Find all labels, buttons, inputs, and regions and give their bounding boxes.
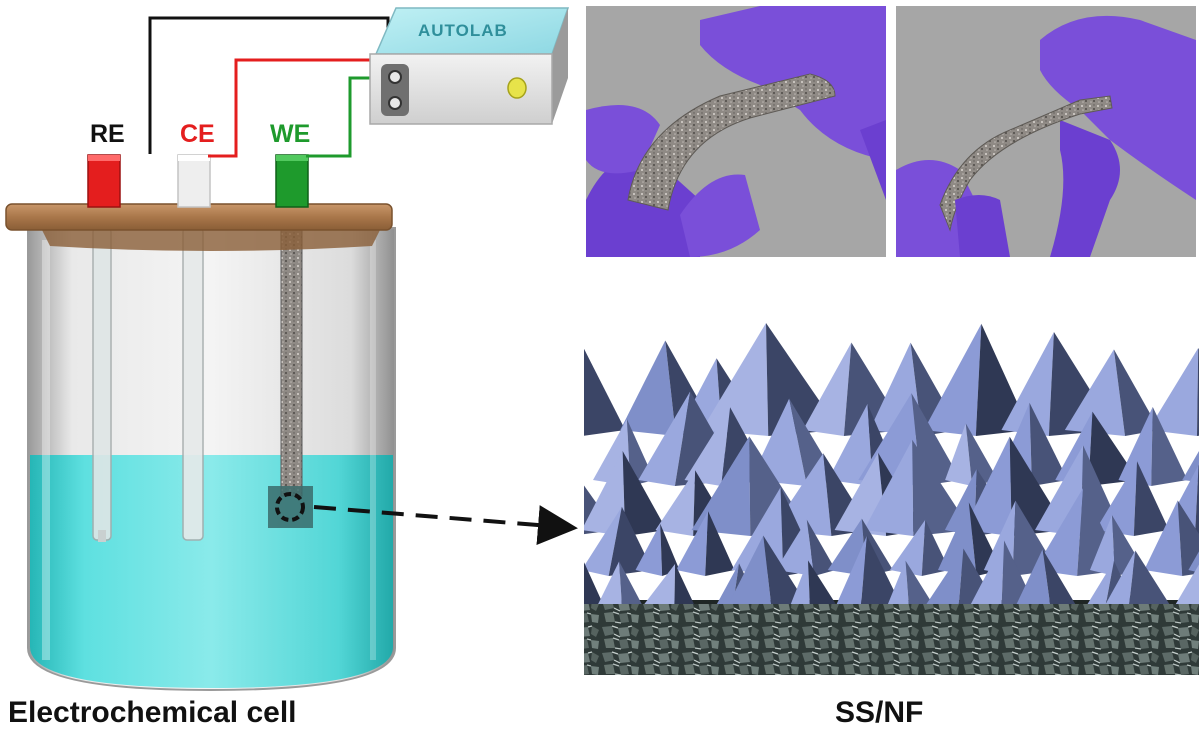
pyramid-facet — [564, 561, 583, 610]
pyramid-facet — [584, 562, 604, 604]
wire-re — [148, 16, 390, 154]
pyramid-facet — [716, 563, 740, 604]
electrochemical-cell-icon — [5, 154, 396, 692]
re-terminal — [87, 154, 121, 208]
pyramid-facet — [1029, 402, 1068, 486]
pyramid-facet — [1188, 551, 1199, 573]
pyramid-facet — [1118, 406, 1153, 486]
pyramid-facet — [836, 535, 867, 604]
electrode-label-ce: CE — [180, 120, 215, 148]
electrode-label-re: RE — [90, 120, 125, 148]
pyramid-facet — [1001, 332, 1054, 436]
pyramid-facet — [619, 561, 642, 604]
pyramid-facet — [802, 342, 852, 436]
pyramid-facet — [584, 506, 622, 576]
pyramid-facet — [635, 523, 663, 576]
pyramid-facet — [1042, 549, 1076, 604]
foam-substrate-icon — [584, 600, 1199, 675]
pyramid-facet — [889, 519, 926, 576]
pyramid-facet — [691, 436, 751, 536]
instrument-name: AUTOLAB — [418, 21, 508, 40]
pyramid-facet — [1095, 461, 1138, 536]
pyramid-facet — [1196, 348, 1199, 436]
glove-photo-bending-1 — [586, 6, 886, 257]
pyramid-facet — [584, 348, 626, 436]
pyramid-facet — [1175, 564, 1199, 604]
we-terminal — [275, 154, 309, 208]
pyramid-array-icon — [542, 323, 1199, 675]
pyramid-facet — [684, 407, 731, 486]
pyramid-facet — [674, 563, 694, 604]
pyramid-facet — [863, 439, 914, 536]
pyramid-facet — [676, 511, 709, 576]
electrolyte — [30, 455, 393, 688]
pyramid-facet — [926, 548, 964, 604]
pyramid-facet — [806, 519, 836, 576]
pyramid-facet — [775, 519, 815, 576]
ce-terminal — [177, 154, 211, 208]
pyramid-facet — [827, 403, 873, 486]
pyramid-facet — [701, 323, 769, 436]
pyramid-facet — [1089, 515, 1115, 576]
pyramid-facet — [887, 560, 909, 604]
pyramid-facet — [861, 535, 901, 604]
glove-photo-bending-2 — [896, 6, 1196, 257]
pyramid-facet — [905, 560, 933, 604]
pyramid-facet — [1087, 560, 1114, 604]
ss-nf-strip — [627, 73, 836, 211]
cell-lid-top — [5, 203, 393, 231]
pyramid-facet — [644, 563, 676, 604]
caption-ss-nf: SS/NF — [835, 696, 924, 729]
pyramid-facet — [1016, 549, 1051, 604]
pyramid-facet — [970, 540, 1005, 604]
pyramid-facet — [1151, 406, 1188, 486]
pyramid-facet — [965, 423, 998, 486]
pyramid-facet — [705, 511, 735, 576]
pyramid-facet — [1144, 500, 1183, 576]
wire-ce — [208, 58, 374, 158]
wire-we — [306, 76, 374, 158]
pyramid-facet — [1034, 488, 1084, 576]
pyramid-facet — [1148, 348, 1199, 436]
caption-electrochemical-cell: Electrochemical cell — [8, 696, 297, 729]
pyramid-facet — [1177, 500, 1199, 576]
pyramid-facet — [655, 470, 696, 536]
potentiostat-icon — [369, 7, 570, 125]
pyramid-facet — [660, 523, 680, 576]
cell-lid — [40, 226, 382, 251]
pyramid-facet — [542, 342, 582, 436]
counter-electrode-rod — [182, 227, 204, 541]
pyramid-facet — [1194, 464, 1199, 536]
pyramid-facet — [638, 391, 691, 486]
electrode-label-we: WE — [270, 120, 310, 148]
dashed-arrow-icon — [313, 505, 578, 546]
pyramid-facet — [1105, 550, 1136, 604]
connection-wires — [148, 16, 390, 158]
pyramid-facet — [1064, 349, 1126, 436]
pyramid-facet — [807, 560, 836, 604]
pyramid-facet — [790, 560, 810, 604]
pyramid-facet — [622, 450, 667, 536]
pyramid-facet — [620, 340, 676, 436]
reference-electrode-rod — [92, 227, 112, 541]
pyramid-facet — [1133, 461, 1169, 536]
working-electrode-strip — [280, 227, 303, 497]
pyramid-facet — [584, 450, 626, 536]
pyramid-facet — [728, 535, 772, 604]
pyramid-facet — [1129, 550, 1170, 604]
pyramid-facet — [1113, 349, 1160, 436]
pyramid-facet — [963, 436, 1012, 536]
pyramid-facet — [598, 561, 622, 604]
power-indicator — [507, 77, 527, 99]
pyramid-facet — [945, 423, 973, 486]
pyramid-facet — [763, 535, 807, 604]
pyramid-facet — [923, 323, 982, 436]
